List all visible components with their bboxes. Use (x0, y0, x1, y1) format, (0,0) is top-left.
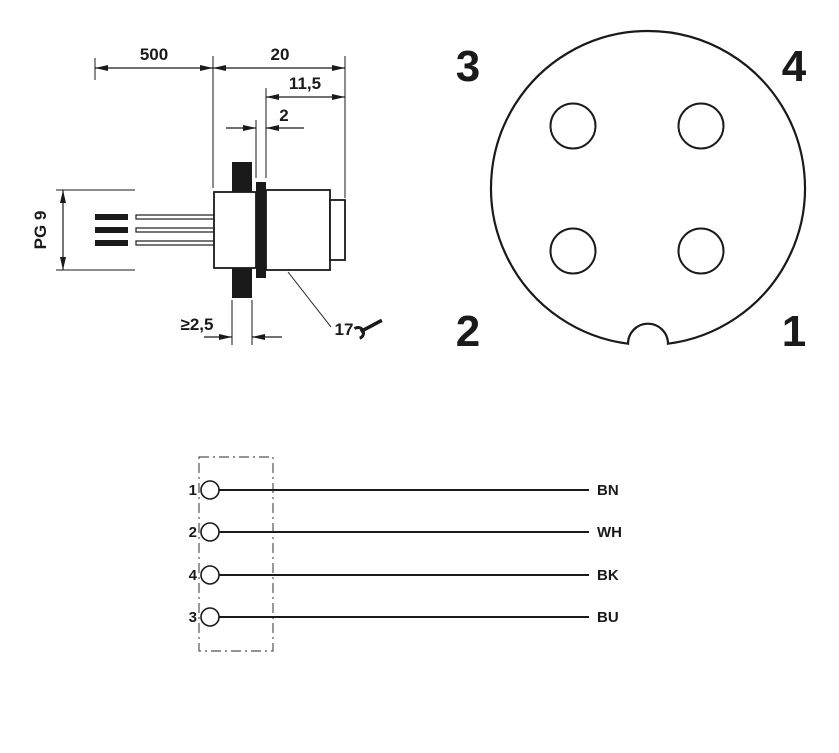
pin-contact-circle (200, 480, 220, 500)
cable-conductor (95, 214, 128, 220)
dim-label-2: 2 (279, 106, 288, 125)
pin-contact-circle (200, 565, 220, 585)
wrench-handle (359, 318, 383, 334)
wiring-row: 1 BN (189, 480, 619, 500)
cable-conductor (95, 227, 128, 233)
wiring-row: 2 WH (189, 522, 622, 542)
pin-number-3: 3 (456, 42, 480, 91)
pin-number-1: 1 (782, 307, 806, 356)
wiring-diagram: 1 BN 2 WH 4 BK 3 BU (189, 456, 622, 652)
side-view-drawing: 500 20 11,5 2 PG 9 ≥2,5 (31, 45, 383, 345)
dim-label-500: 500 (140, 45, 168, 64)
wire (135, 214, 215, 220)
wire (135, 227, 215, 233)
wire (135, 240, 215, 246)
face-view-drawing: 3 4 2 1 (456, 29, 807, 356)
sealing-washer (256, 182, 266, 278)
wrench-icon (353, 318, 383, 340)
pin-contact-circle (200, 522, 220, 542)
wire-pin-number: 2 (189, 524, 197, 541)
wire-color-label: BN (597, 482, 619, 499)
dim-label-11-5: 11,5 (289, 74, 321, 93)
leader-line (287, 271, 332, 328)
thread-size-label: PG 9 (31, 211, 50, 250)
pin-number-2: 2 (456, 307, 480, 356)
pin-hole-4 (677, 102, 725, 150)
mounting-panel-lower (232, 268, 252, 298)
mounting-panel-upper (232, 162, 252, 192)
connector-face-outline (489, 29, 807, 345)
thread-section (265, 189, 331, 271)
connector-rear-body (213, 191, 257, 269)
dim-label-20: 20 (271, 45, 290, 64)
wrench-head (353, 325, 365, 340)
cable-conductor (95, 240, 128, 246)
wiring-row: 3 BU (189, 607, 619, 627)
wrench-size-label: 17 (335, 320, 354, 339)
pin-number-4: 4 (782, 42, 807, 91)
wire-pin-number: 3 (189, 609, 197, 626)
pin-hole-1 (677, 227, 725, 275)
wire-color-label: WH (597, 524, 622, 541)
wiring-row: 4 BK (189, 565, 619, 585)
wire-pin-number: 1 (189, 482, 197, 499)
wire-color-label: BK (597, 567, 619, 584)
pin-contact-circle (200, 607, 220, 627)
wire-pin-number: 4 (189, 567, 198, 584)
dim-label-panel-thickness: ≥2,5 (181, 315, 214, 334)
pin-hole-3 (549, 102, 597, 150)
connector-boundary-box (198, 456, 274, 652)
pin-hole-2 (549, 227, 597, 275)
wire-color-label: BU (597, 609, 619, 626)
front-face (329, 199, 346, 261)
